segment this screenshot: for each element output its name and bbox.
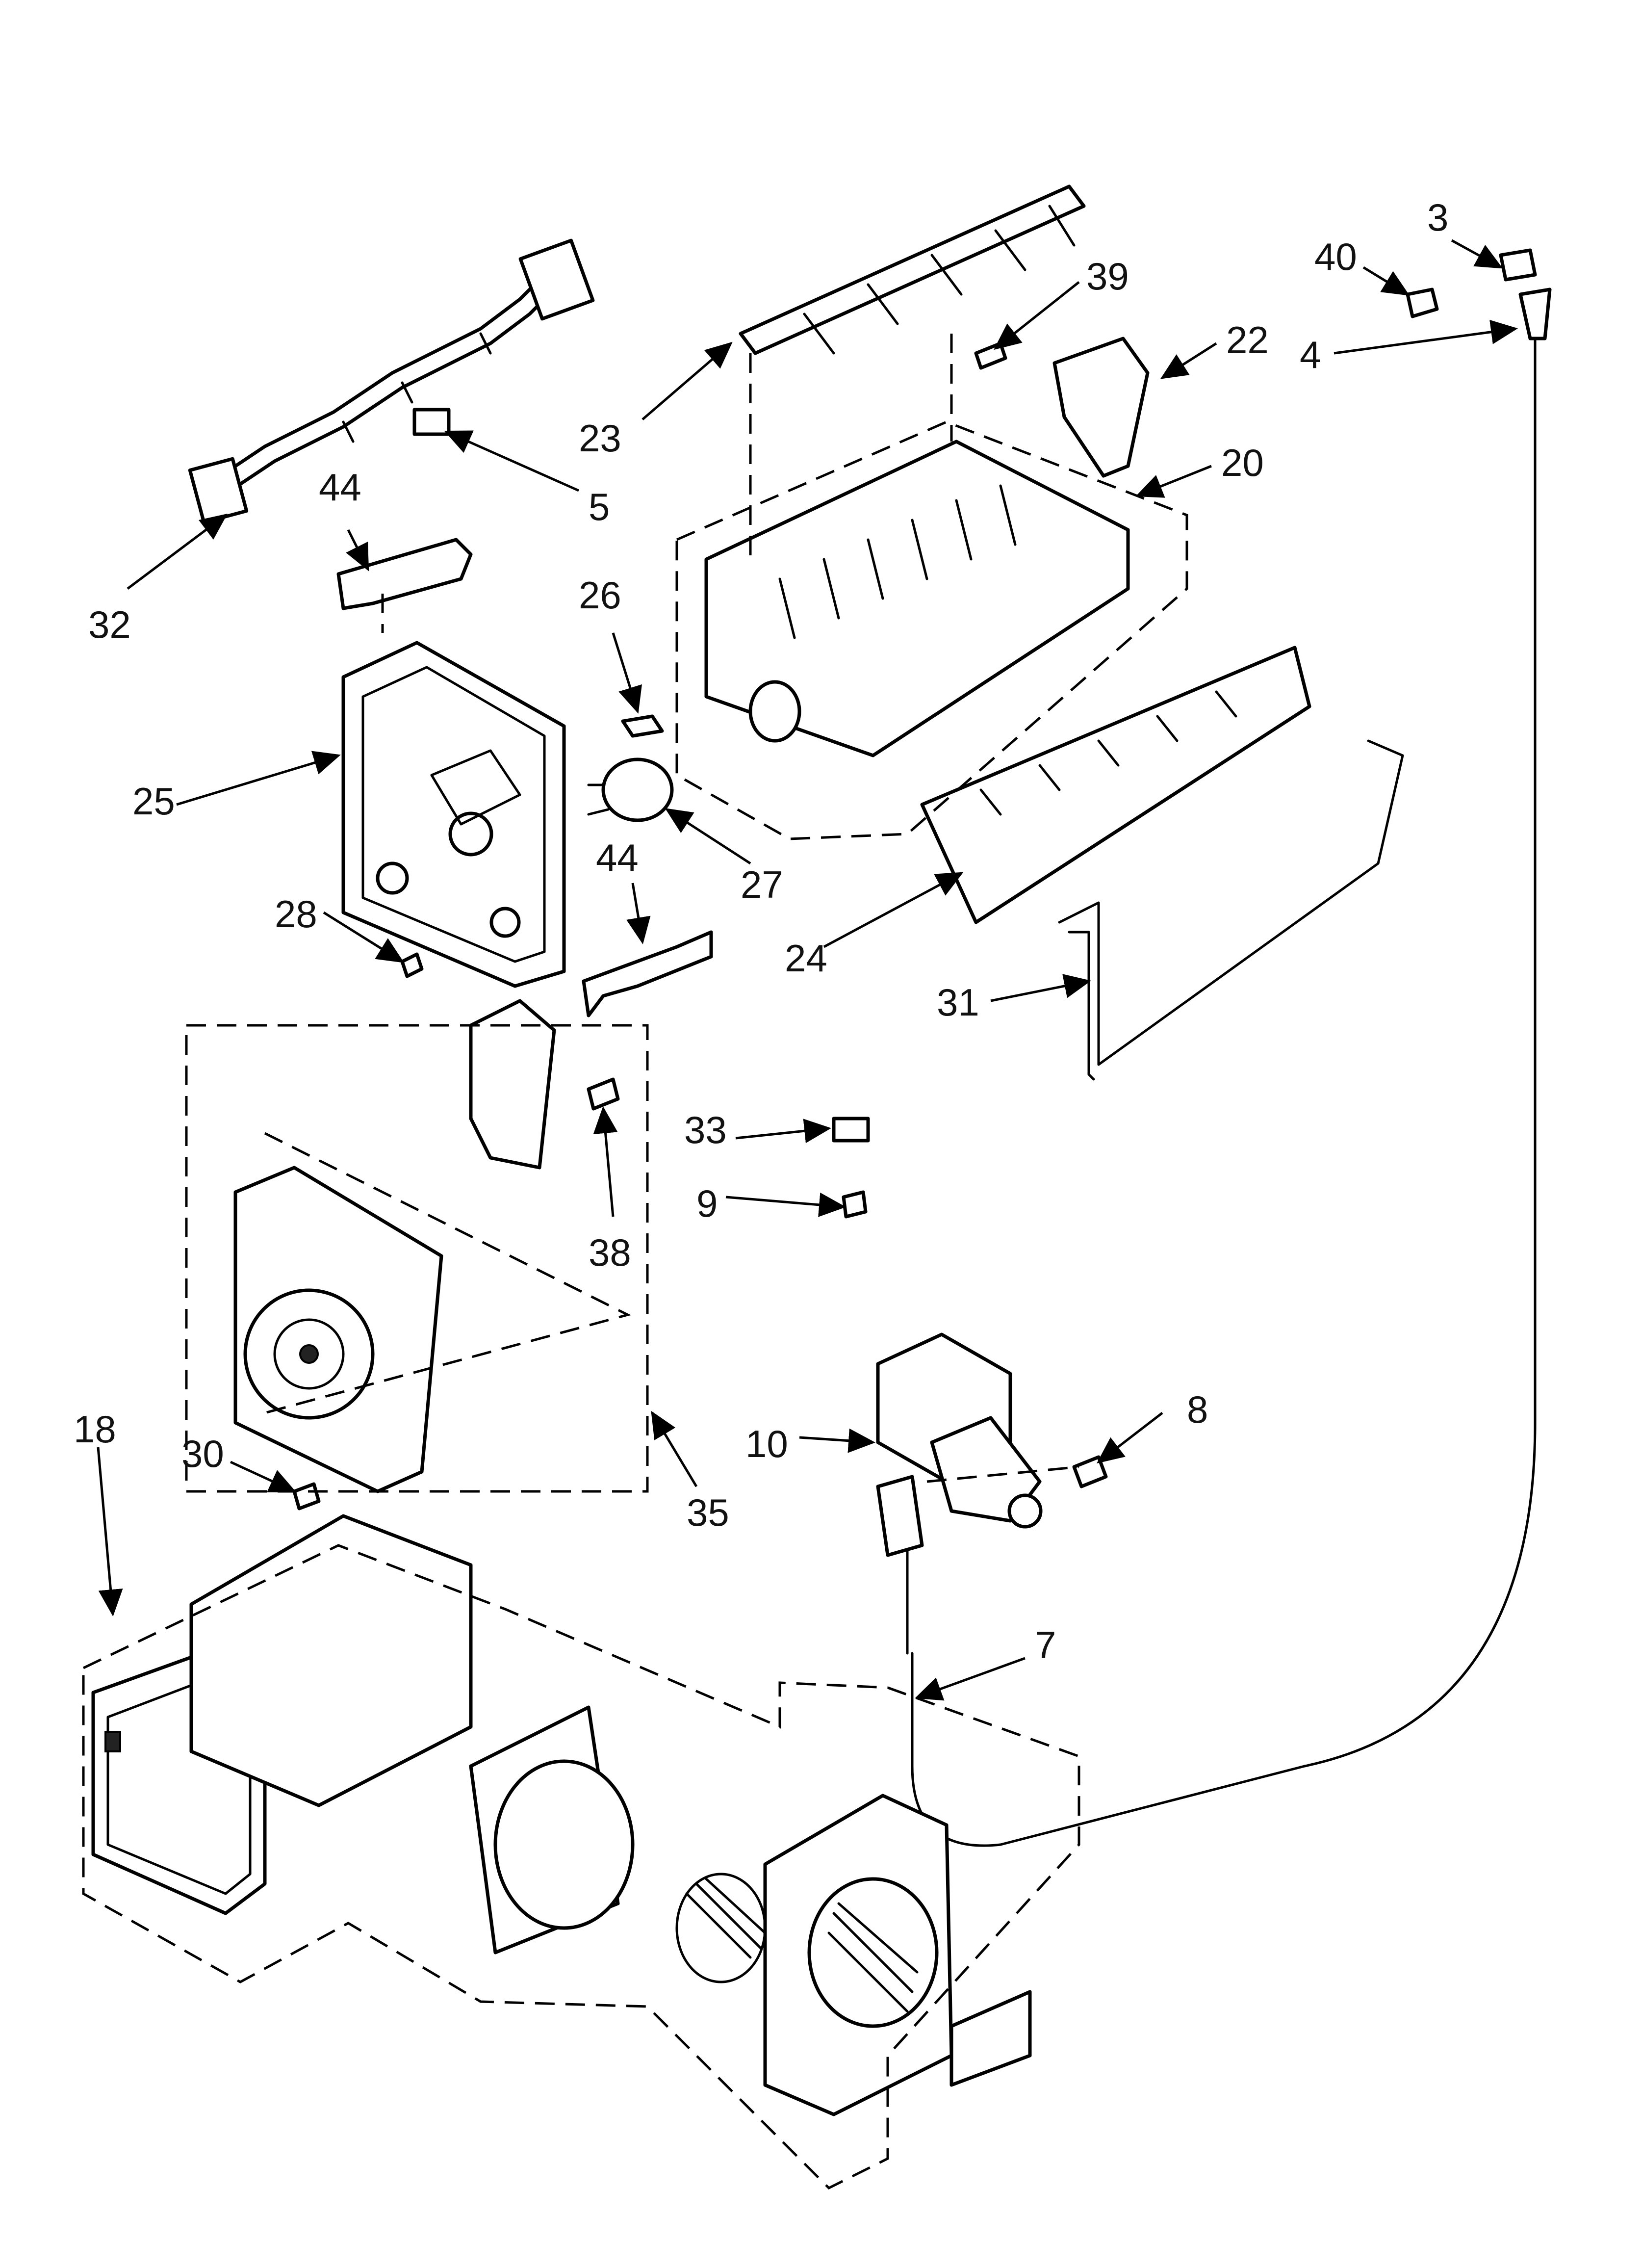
callout-39: 39 [1086,255,1129,298]
callout-25: 25 [132,780,175,823]
callout-9: 9 [696,1182,718,1225]
callout-7: 7 [1035,1623,1056,1667]
module-housing [341,641,566,988]
bracket-33 [832,1117,870,1143]
ice-mold [704,440,1130,757]
shut-off-arm [1058,739,1404,1081]
harness-clip [412,408,451,436]
callout-33: 33 [684,1108,727,1151]
callout-40: 40 [1314,235,1357,278]
callout-28: 28 [275,892,317,936]
thermostat-clip [621,714,664,738]
callout-27: 27 [741,863,783,906]
callout-3: 3 [1427,196,1448,239]
callout-38: 38 [589,1231,631,1274]
callout-5: 5 [589,485,610,528]
mold-assembly-outline [675,420,1188,840]
auger-motor-assembly [91,1514,1032,2116]
thermostat [587,757,674,822]
screw-30 [292,1482,321,1511]
callout-8: 8 [1187,1388,1208,1431]
ejector [739,184,1086,355]
callout-44a: 44 [319,466,361,509]
callout-4: 4 [1300,333,1321,376]
callout-24: 24 [785,937,827,980]
fill-cup [1052,337,1150,478]
callout-22: 22 [1226,318,1269,362]
callout-23: 23 [579,417,621,460]
callout-labels: 3 40 4 39 22 23 20 5 44 32 26 25 27 44 2… [74,196,1448,1667]
screw-40 [1406,287,1439,318]
callout-10: 10 [745,1422,788,1465]
callout-30: 30 [181,1432,224,1475]
clamp-3 [1499,248,1537,282]
thermostat-shield-top [336,538,473,610]
fill-tube-fitting [1518,287,1552,340]
water-valve [876,1332,1043,1557]
screw-28 [400,952,424,978]
callout-31: 31 [937,981,979,1024]
control-assembly-outline [185,1024,649,1493]
control-assembly [233,999,620,1493]
leader-lines [97,239,1518,1701]
callout-32: 32 [88,603,131,646]
callout-18: 18 [74,1408,116,1451]
callout-44b: 44 [596,836,639,879]
screw-39 [974,341,1007,370]
screw-9 [842,1190,868,1219]
screw-8 [1072,1455,1108,1488]
thermostat-shield-bottom [582,930,713,1017]
callout-26: 26 [579,574,621,617]
stripper [920,646,1311,924]
callout-35: 35 [687,1491,729,1534]
callout-20: 20 [1221,441,1264,484]
wire-harness [188,238,595,524]
